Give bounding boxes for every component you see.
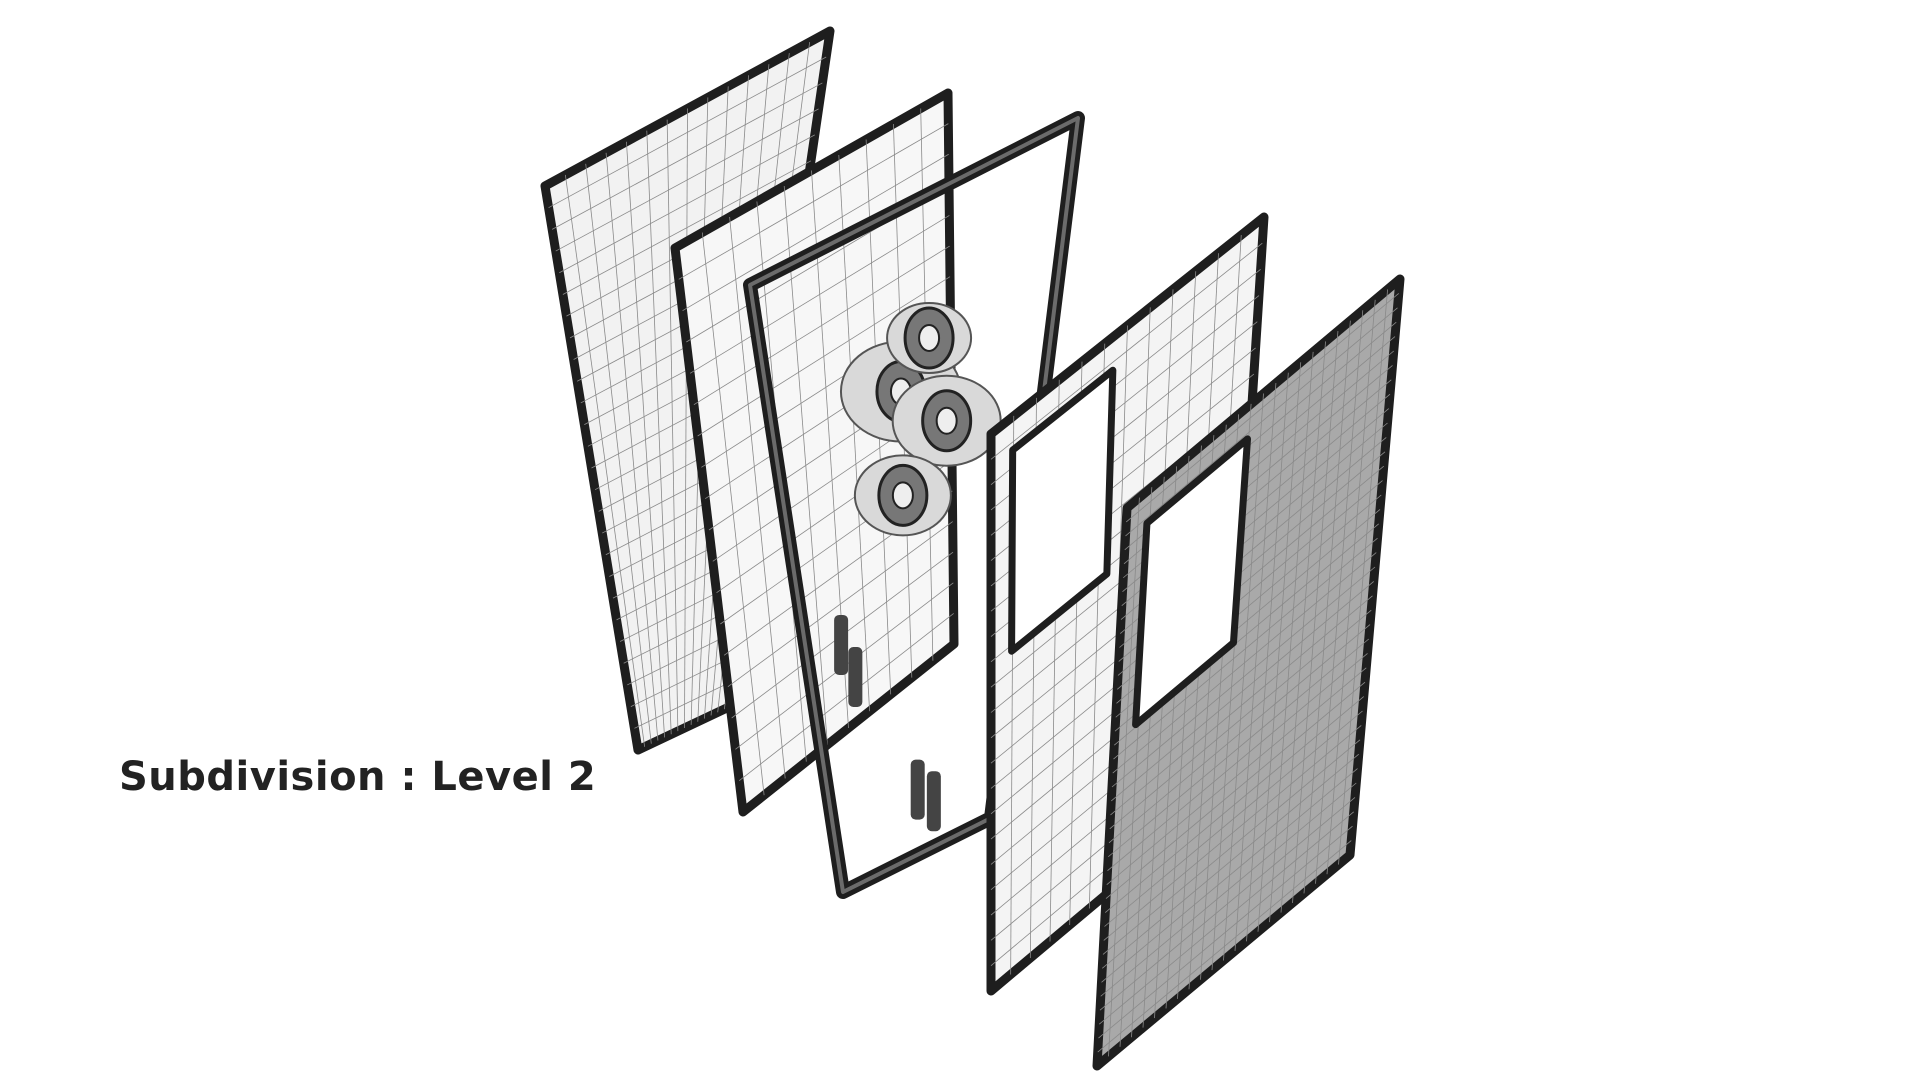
side-button-part	[910, 759, 925, 820]
camera-cutout	[1008, 366, 1117, 655]
subdivision-level-caption: Subdivision : Level 2	[119, 754, 597, 800]
camera-module-icon	[853, 454, 952, 537]
camera-module-icon	[891, 374, 1002, 467]
side-button-part	[848, 647, 863, 708]
display-panel-layer	[670, 88, 959, 817]
camera-cutout	[1132, 435, 1252, 729]
side-button-part	[926, 771, 941, 832]
frame-layer	[743, 111, 1085, 899]
back-cover-layer	[1092, 274, 1405, 1071]
camera-module-icon	[886, 301, 973, 374]
side-button-part	[834, 614, 849, 675]
